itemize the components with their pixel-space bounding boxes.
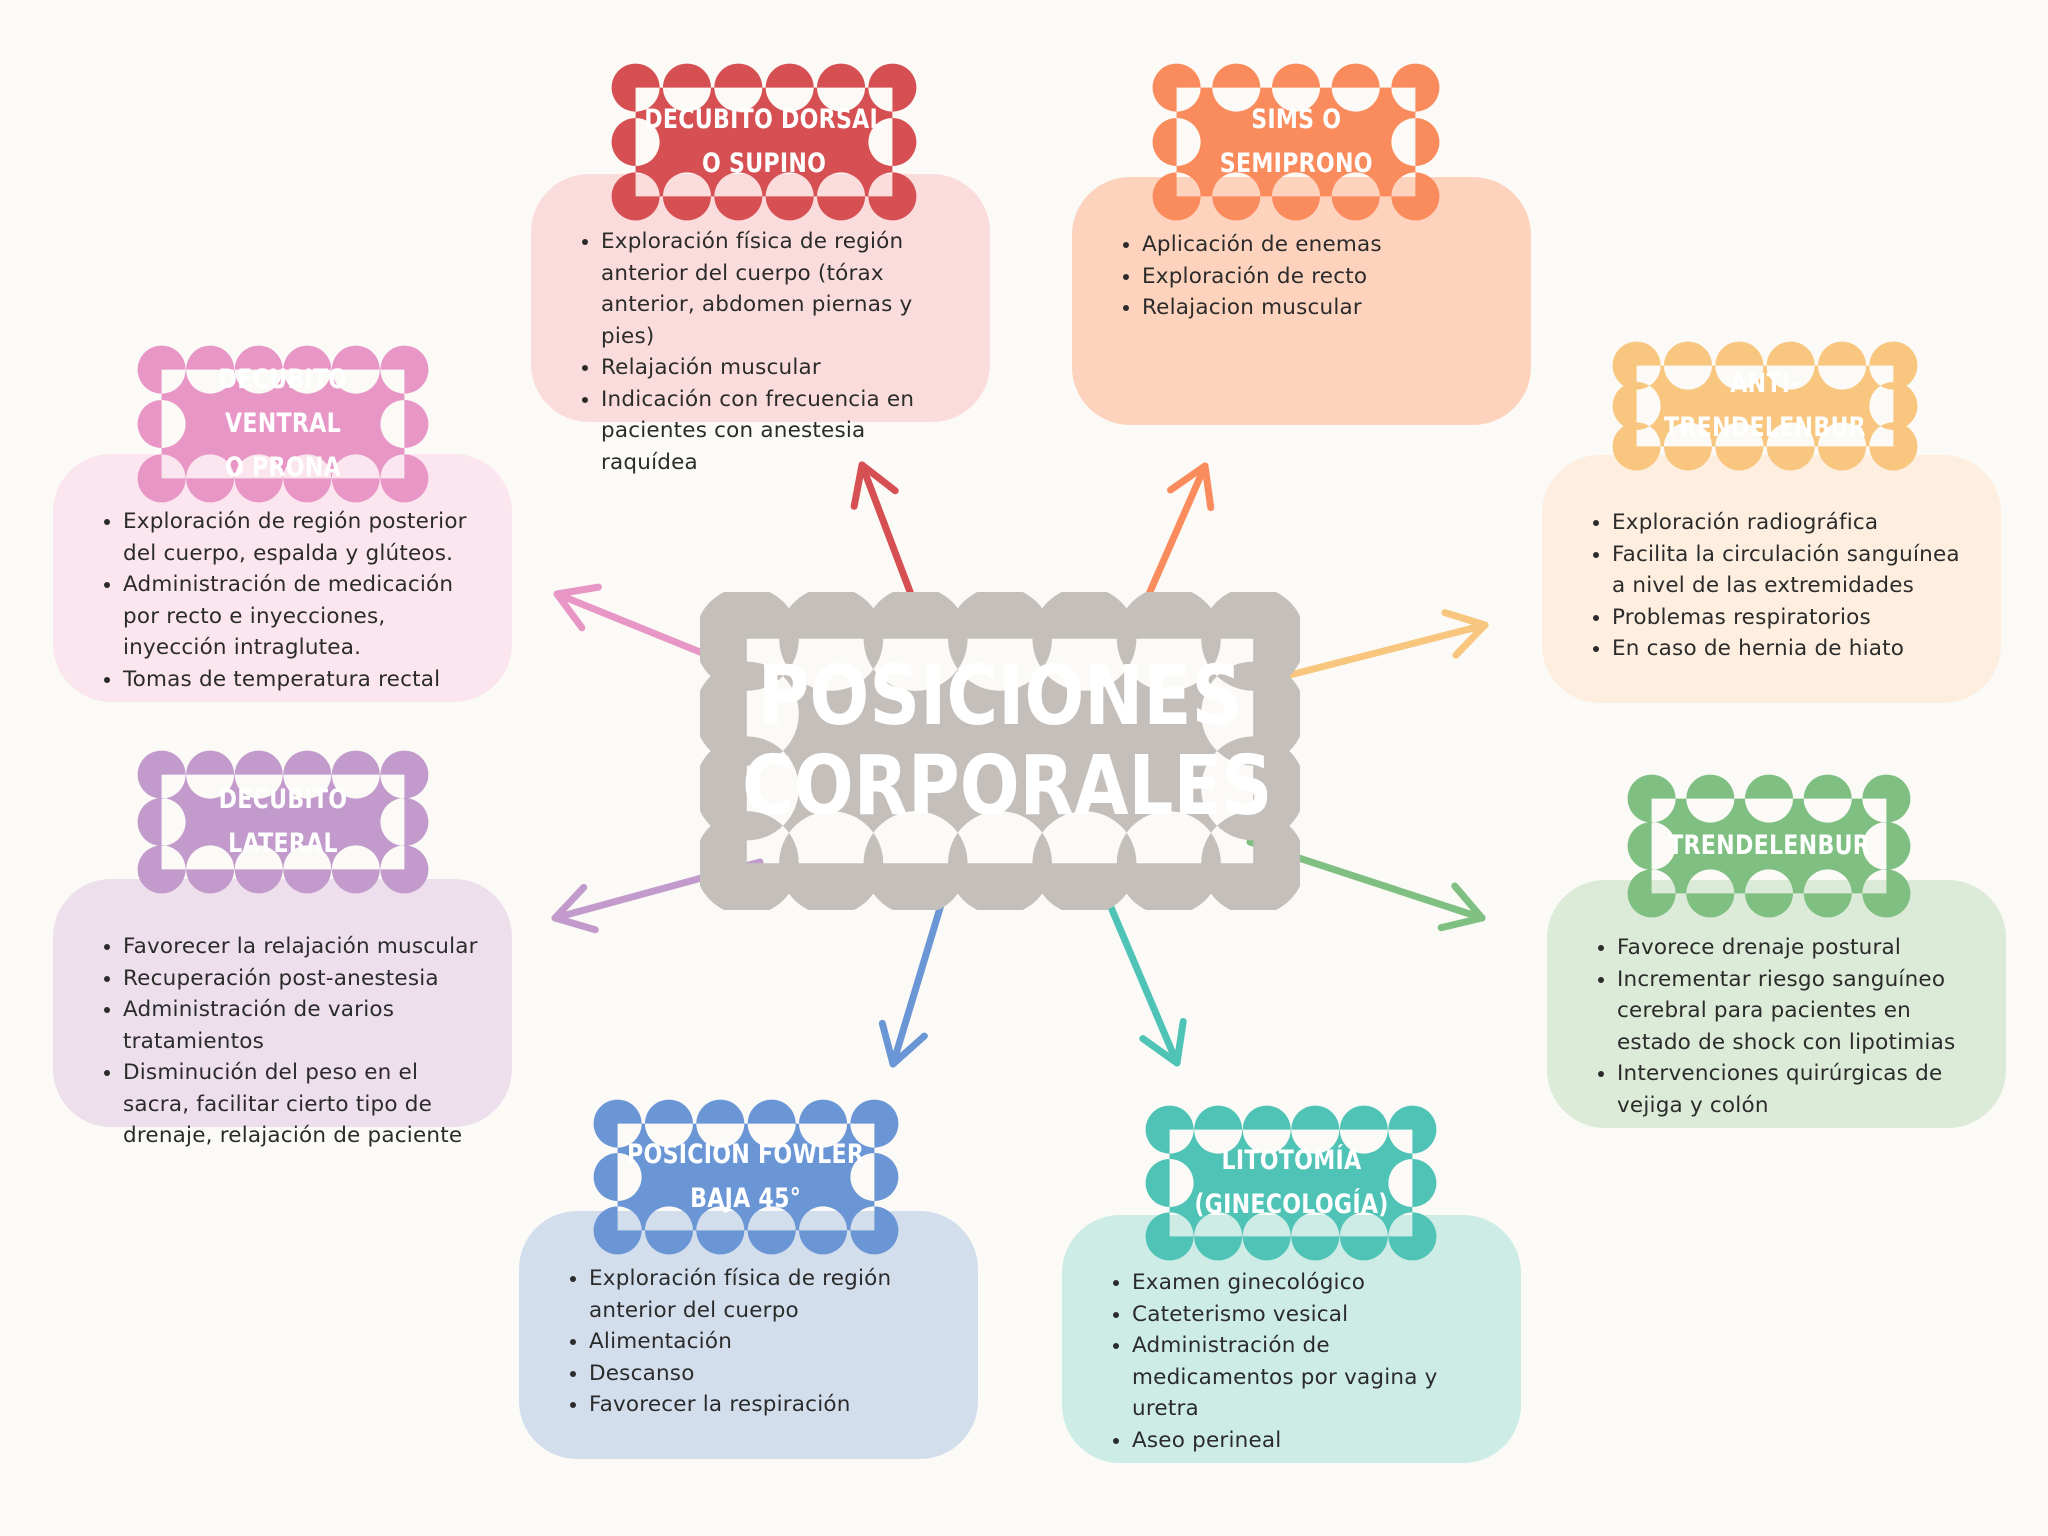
list-item: Administración de medicación por recto e… [123, 569, 482, 664]
fowler-title-cloud: POSICION FOWLER BAJA 45° [593, 1099, 899, 1255]
fowler-arrow-head [878, 1019, 928, 1068]
litotomia-arrow-head [1139, 1017, 1187, 1067]
anti-trendelenbur-list: Exploración radiográficaFacilita la circ… [1582, 507, 1971, 665]
cloud-shape [611, 63, 917, 221]
sims-title-cloud: SIMS O SEMIPRONO [1152, 63, 1440, 221]
list-item: Exploración radiográfica [1612, 507, 1971, 539]
list-item: Incrementar riesgo sanguíneo cerebral pa… [1617, 964, 1976, 1059]
decubito-lateral-list: Favorecer la relajación muscularRecupera… [93, 931, 482, 1152]
sims-list: Aplicación de enemasExploración de recto… [1112, 229, 1501, 324]
trendelenbur-arrow-head [1437, 882, 1486, 932]
decubito-ventral-list: Exploración de región posterior del cuer… [93, 506, 482, 695]
list-item: Facilita la circulación sanguínea a nive… [1612, 539, 1971, 602]
fowler-title: POSICION FOWLER BAJA 45° [627, 1139, 865, 1214]
list-item: Exploración de región posterior del cuer… [123, 506, 482, 569]
litotomia-title-cloud: LITOTOMÍA (GINECOLOGÍA) [1145, 1105, 1437, 1261]
list-item: Exploración física de región anterior de… [589, 1263, 948, 1326]
decubito-dorsal-arrow-head [850, 461, 899, 510]
cloud-shape [137, 750, 429, 894]
list-item: Alimentación [589, 1326, 948, 1358]
decubito-lateral-title: DECUBITO LATERAL [218, 784, 348, 859]
list-item: Problemas respiratorios [1612, 602, 1971, 634]
list-item: Aplicación de enemas [1142, 229, 1501, 261]
central-topic-title: POSICIONES CORPORALES [742, 649, 1273, 834]
cloud-shape [137, 345, 429, 503]
decubito-dorsal-title-cloud: DECUBITO DORSAL O SUPINO [611, 63, 917, 221]
list-item: Recuperación post-anestesia [123, 963, 482, 995]
cloud-shape [593, 1099, 899, 1255]
list-item: Administración de varios tratamientos [123, 994, 482, 1057]
list-item: Favorece drenaje postural [1617, 932, 1976, 964]
list-item: Administración de medicamentos por vagin… [1132, 1330, 1491, 1425]
cloud-shape [1145, 1105, 1437, 1261]
anti-trendelenbur-title: ANTI-TRENDELENBUR [1664, 368, 1866, 443]
litotomia-box: Examen ginecológicoCateterismo vesicalAd… [1062, 1215, 1521, 1463]
decubito-lateral-box: Favorecer la relajación muscularRecupera… [53, 879, 512, 1148]
decubito-ventral-title: DECUBITO VENTRAL O PRONA [218, 364, 348, 483]
cloud-shape [1627, 774, 1911, 918]
list-item: Relajación muscular [601, 352, 960, 384]
trendelenbur-box: Favorece drenaje posturalIncrementar rie… [1547, 880, 2006, 1128]
litotomia-title: LITOTOMÍA (GINECOLOGÍA) [1193, 1145, 1389, 1220]
trendelenbur-title: TRENDELENBUR [1668, 830, 1870, 861]
list-item: Cateterismo vesical [1132, 1299, 1491, 1331]
central-cloud-fill [700, 592, 1300, 910]
decubito-dorsal-arrow-line [858, 461, 916, 601]
sims-arrow-line [1138, 462, 1209, 614]
fowler-box: Exploración física de región anterior de… [519, 1211, 978, 1459]
list-item: En caso de hernia de hiato [1612, 633, 1971, 665]
list-item: Exploración de recto [1142, 261, 1501, 293]
cloud-shape [1152, 63, 1440, 221]
anti-trendelenbur-arrow-head [1441, 609, 1489, 659]
anti-trendelenbur-title-cloud: ANTI-TRENDELENBUR [1612, 341, 1918, 471]
decubito-ventral-box: Exploración de región posterior del cuer… [53, 454, 512, 702]
list-item: Relajacion muscular [1142, 292, 1501, 324]
sims-title: SIMS O SEMIPRONO [1219, 104, 1373, 179]
trendelenbur-list: Favorece drenaje posturalIncrementar rie… [1587, 932, 1976, 1121]
trendelenbur-title-cloud: TRENDELENBUR [1627, 774, 1911, 918]
list-item: Aseo perineal [1132, 1425, 1491, 1457]
central-cloud-shape [700, 592, 1300, 910]
cloud-shape [1612, 341, 1918, 471]
litotomia-list: Examen ginecológicoCateterismo vesicalAd… [1102, 1267, 1491, 1456]
decubito-ventral-arrow-head [553, 583, 602, 632]
fowler-list: Exploración física de región anterior de… [559, 1263, 948, 1421]
anti-trendelenbur-arrow-line [1286, 621, 1489, 679]
central-topic: POSICIONES CORPORALES [700, 592, 1300, 910]
list-item: Favorecer la relajación muscular [123, 931, 482, 963]
anti-trendelenbur-box: Exploración radiográficaFacilita la circ… [1542, 455, 2001, 703]
list-item: Disminución del peso en el sacra, facili… [123, 1057, 482, 1152]
sims-arrow-head [1167, 462, 1215, 512]
list-item: Exploración física de región anterior de… [601, 226, 960, 352]
list-item: Intervenciones quirúrgicas de vejiga y c… [1617, 1058, 1976, 1121]
decubito-dorsal-title: DECUBITO DORSAL O SUPINO [644, 104, 884, 179]
list-item: Descanso [589, 1358, 948, 1390]
litotomia-arrow-line [1106, 901, 1181, 1067]
decubito-lateral-arrow-head [551, 883, 599, 934]
list-item: Indicación con frecuencia en pacientes c… [601, 384, 960, 479]
decubito-dorsal-list: Exploración física de región anterior de… [571, 226, 960, 478]
decubito-dorsal-box: Exploración física de región anterior de… [531, 174, 990, 475]
decubito-ventral-title-cloud: DECUBITO VENTRAL O PRONA [137, 345, 429, 503]
list-item: Favorecer la respiración [589, 1389, 948, 1421]
decubito-lateral-title-cloud: DECUBITO LATERAL [137, 750, 429, 894]
list-item: Examen ginecológico [1132, 1267, 1491, 1299]
list-item: Tomas de temperatura rectal [123, 664, 482, 696]
